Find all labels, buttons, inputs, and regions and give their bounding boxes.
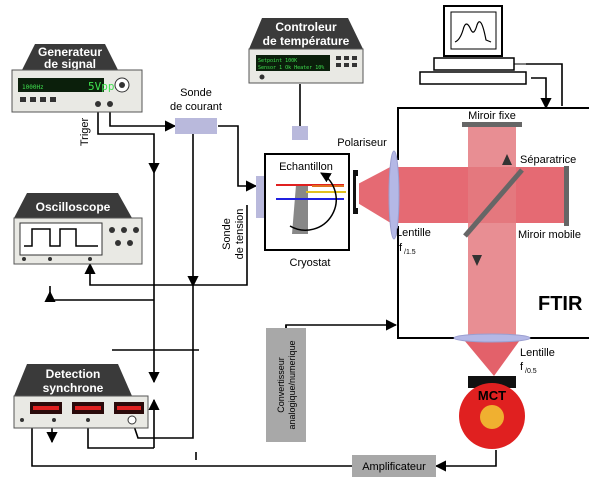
miroir-mobile-label: Miroir mobile — [518, 229, 581, 241]
current-probe — [175, 118, 217, 134]
temperature-probe — [292, 126, 308, 140]
generator-display: 5Vpp — [88, 80, 115, 93]
ftir-label: FTIR — [538, 293, 583, 315]
lockin-title-line1: Detection — [46, 367, 101, 381]
beam-arrows — [472, 154, 512, 266]
temperature-title-line1: Controleur — [275, 20, 337, 34]
lens-2-f-sub: /0.5 — [525, 368, 537, 375]
mct-label: MCT — [478, 388, 506, 403]
mirror-fixe-icon — [462, 122, 522, 127]
signal-generator: Generateur de signal 1000Hz 5Vpp — [11, 44, 143, 113]
lens-2-icon — [453, 333, 531, 343]
lens-2-f: f — [520, 361, 524, 373]
amplifier: Amplificateur — [352, 455, 436, 477]
cryostat-label: Cryostat — [290, 257, 331, 269]
temperature-display-line2: Sensor 1 Ok Heater 10% — [258, 65, 324, 71]
converter-label-1: Convertisseur — [276, 357, 286, 413]
current-probe-label-2: de courant — [170, 101, 222, 113]
miroir-fixe-label: Miroir fixe — [468, 110, 516, 122]
lens-1-f-sub: /1.5 — [404, 249, 416, 256]
oscilloscope: Oscilloscope — [13, 193, 143, 265]
cryostat-connector — [256, 176, 266, 218]
lockin-title-line2: synchrone — [43, 381, 104, 395]
echantillon-label: Echantillon — [279, 161, 333, 173]
wiring — [31, 63, 563, 472]
temperature-display-line1: Setpoint 100K — [258, 58, 297, 64]
ftir-frame — [397, 107, 589, 339]
cryostat — [264, 153, 350, 251]
temperature-controller: Controleur de température Setpoint 100K … — [248, 18, 364, 84]
lens-2-label: Lentille — [520, 347, 555, 359]
generator-title-line1: Generateur — [38, 45, 102, 59]
polariseur-icon — [353, 170, 359, 214]
lens-1-f: f — [399, 242, 403, 254]
polariseur-label: Polariseur — [337, 137, 387, 149]
detector-icon — [459, 376, 525, 449]
computer-icon — [419, 5, 530, 85]
voltage-probe-label-1: Sonde — [221, 218, 233, 250]
lockin-amplifier: Detection synchrone — [13, 364, 149, 429]
current-probe-label-1: Sonde — [180, 87, 212, 99]
mirror-mobile-icon — [564, 166, 569, 226]
beam-splitter-icon — [463, 168, 524, 238]
triger-label: Triger — [79, 118, 91, 147]
sample-icon — [292, 185, 308, 234]
amplifier-label: Amplificateur — [362, 461, 426, 473]
converter-label-2: analogique/numerique — [287, 340, 297, 429]
lens-1-icon — [388, 150, 400, 240]
voltage-probe-label-2: de tension — [234, 209, 246, 260]
converter: Convertisseur analogique/numerique — [266, 328, 306, 442]
oscilloscope-title: Oscilloscope — [36, 200, 111, 214]
lens-1-label: Lentille — [396, 227, 431, 239]
generator-display-small-1: 1000Hz — [22, 84, 44, 91]
separatrice-label: Séparatrice — [520, 154, 576, 166]
generator-title-line2: de signal — [44, 57, 96, 71]
temperature-title-line2: de température — [263, 34, 350, 48]
